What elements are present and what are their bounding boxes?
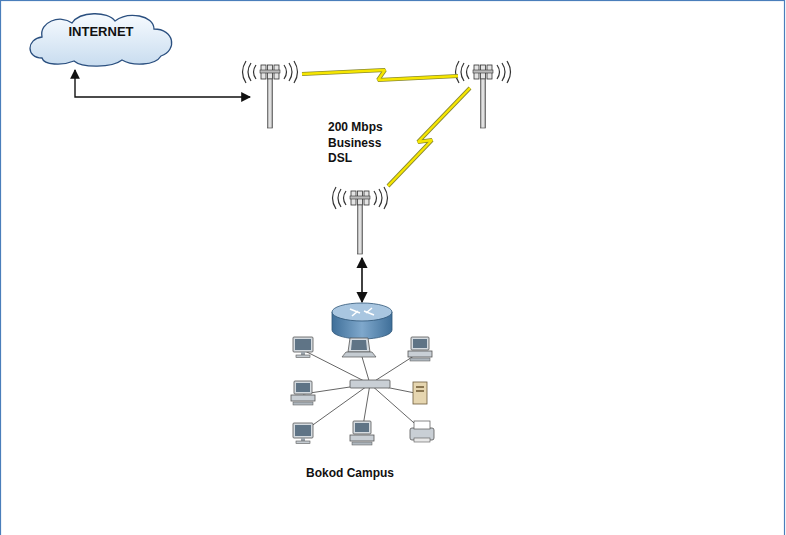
node-text: INTERNET — [69, 24, 134, 39]
site-label: Bokod Campus — [306, 466, 394, 482]
cloud-node: INTERNET — [22, 8, 180, 68]
link-label: 200 Mbps Business DSL — [328, 120, 392, 167]
